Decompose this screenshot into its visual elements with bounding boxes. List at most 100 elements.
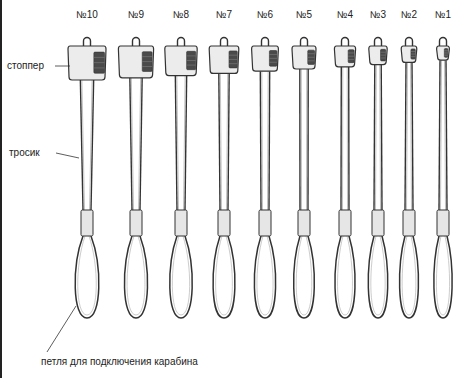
cable [219,73,220,210]
carabiner-loop-highlight [402,236,416,315]
leader-line [47,306,76,352]
grip-rib [381,57,386,58]
part-label: стоппер [6,60,45,72]
size-number: №5 [295,9,313,21]
size-number: №9 [127,9,145,21]
cable-highlight [407,62,408,210]
carabiner-loop [368,236,387,318]
crimp-sleeve [130,210,142,236]
carabiner-loop [213,236,235,318]
grip-rib [187,55,196,56]
size-number: №10 [75,9,99,21]
carabiner-loop-highlight [338,236,353,315]
carabiner-loop [170,236,192,318]
cable-highlight [347,67,348,210]
cable-highlight [267,71,269,210]
crimp-sleeve [259,210,271,236]
crimp-sleeve [437,210,449,236]
grip-rib [94,67,105,68]
stopper [118,46,153,78]
size-number: №8 [172,9,190,21]
leader-line [55,66,70,67]
stopper [292,46,316,69]
cable-highlight [411,62,412,210]
cable-highlight [379,65,381,210]
cable [268,71,270,210]
size-number: №1 [434,9,452,21]
carabiner-loop [75,236,99,318]
size-number: №4 [336,9,354,21]
frame-edge [0,0,2,378]
stopper [68,46,106,80]
stopper-grip [269,51,277,67]
grip-rib [411,51,415,52]
cable-highlight [445,60,446,210]
cable-highlight [227,73,228,210]
grip-rib [381,52,386,53]
crimp-sleeve [372,210,384,236]
stopper-grip [229,51,237,68]
grip-rib [187,60,196,61]
cable-highlight [177,76,179,210]
cable [228,73,229,210]
carabiner-loop-highlight [257,236,273,315]
cable-highlight [301,69,302,210]
size-number: №7 [215,9,233,21]
grip-rib [348,56,354,57]
stopper [437,46,450,60]
carabiner-loop [124,236,147,318]
grip-rib [381,55,386,56]
grip-rib [348,59,354,60]
carabiner-loop [294,236,315,318]
grip-rib [348,52,354,53]
cable [299,69,301,210]
crimp-sleeve [81,210,93,236]
grip-rib [444,52,448,53]
cable [260,71,262,210]
stopper-grip [94,52,105,73]
carabiner-loop-highlight [216,236,233,315]
stopper [369,46,387,65]
cable-highlight [184,76,186,210]
stopper [209,46,239,73]
size-number: №2 [400,9,418,21]
cable-highlight [82,80,85,210]
crimp-sleeve [339,210,351,236]
cable-highlight [306,69,307,210]
carabiner-loop-highlight [436,236,449,315]
grip-rib [444,50,448,51]
cable [412,62,413,210]
grip-rib [269,54,277,55]
crimp-sleeve [175,210,187,236]
grip-rib [94,62,105,63]
cable [307,69,309,210]
stopper [334,46,355,67]
grip-rib [187,65,196,66]
cable [348,67,350,210]
stopper [252,46,279,71]
cable [175,76,177,210]
grip-rib [411,54,415,55]
crimp-sleeve [218,210,230,236]
cable [446,60,447,210]
cable [340,67,342,210]
cable-highlight [220,73,221,210]
grip-rib [308,60,315,61]
cable [91,80,94,210]
grip-rib [308,53,315,54]
grip-rib [444,55,448,56]
stopper-grip [411,49,415,59]
stopper [165,46,197,76]
cord-set [68,38,452,319]
cable-highlight [131,78,133,210]
cable [439,60,440,210]
size-number: №6 [256,9,274,21]
cable-highlight [342,67,343,210]
stopper-grip [142,52,152,72]
grip-rib [229,63,237,64]
carabiner-loop [400,236,419,318]
cable [80,80,83,210]
carabiner-loop [434,236,452,318]
crimp-sleeve [298,210,310,236]
